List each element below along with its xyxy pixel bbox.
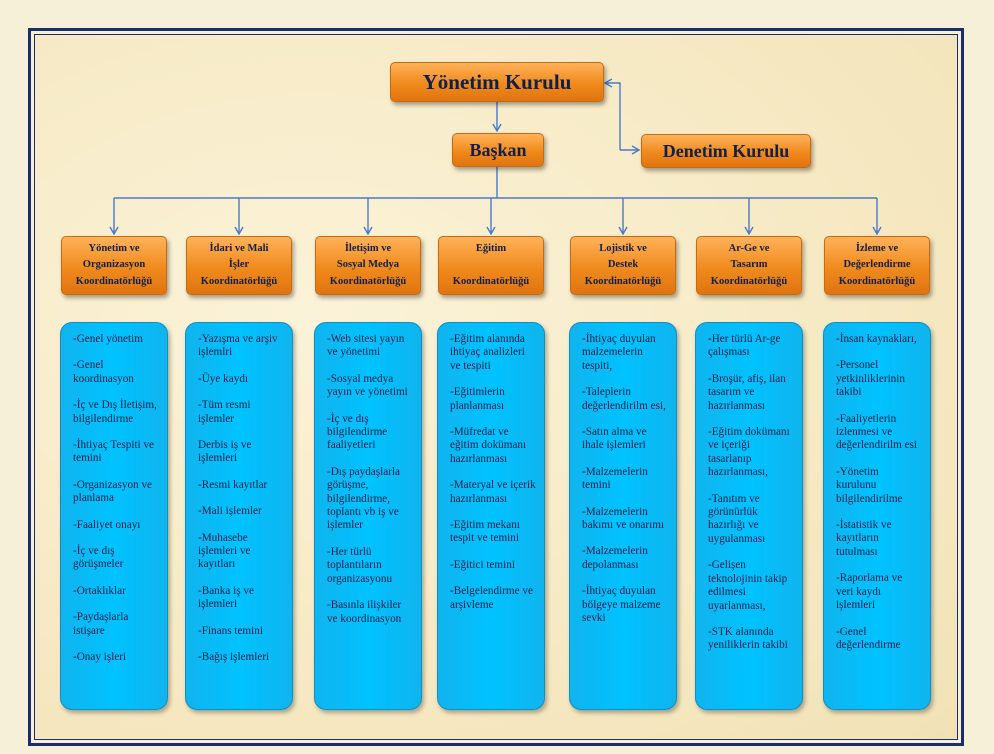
task-item: -Paydaşlarla istişare	[73, 611, 129, 637]
task-item: -Müfredat ve eğitim dokümanı hazırlanmas…	[450, 426, 527, 465]
task-item: -İhtiyaç Tespiti ve temini	[73, 439, 155, 465]
denetim-kurulu-box: Denetim Kurulu	[641, 134, 811, 168]
task-item: -Basınla ilişkiler ve koordinasyon	[327, 599, 402, 625]
task-item: -Banka iş ve işlemleri	[198, 584, 254, 611]
task-item: -Taleplerin değerlendirilm esi,	[582, 386, 666, 412]
yonetim-kurulu-box: Yönetim Kurulu	[390, 62, 604, 102]
task-item: -Malzemelerin depolanması	[582, 545, 648, 571]
coordinator-title: İletişim ve Sosyal Medya Koordinatörlüğü	[329, 243, 407, 287]
task-item: -STK alanında yeniliklerin takibi	[708, 625, 788, 652]
task-item: -Organizasyon ve planlama	[73, 478, 153, 505]
task-list: -İhtiyaç duyulan malzemelerin tespiti, -T…	[582, 333, 668, 626]
task-item: -Genel değerlendirme	[836, 625, 901, 651]
task-list-box: -İhtiyaç duyulan malzemelerin tespiti, -T…	[569, 322, 677, 710]
task-item: -Genel koordinasyon	[73, 359, 134, 385]
task-item: -Onay işleri	[73, 651, 127, 664]
task-item: -Faaliyetlerin izlenmesi ve değerlendiri…	[836, 412, 918, 452]
task-item: -İç ve Dış İletişim, bilgilendirme	[73, 399, 157, 425]
task-item: -Yazışma ve arşiv işlemlri	[198, 333, 278, 359]
outer-frame	[28, 28, 964, 746]
task-item: -Muhasebe işlemleri ve kayıtları	[198, 531, 251, 571]
coordinator-title: Eğitim Koordinatörlüğü	[452, 243, 530, 287]
task-item: -Bağış işlemleri	[198, 651, 270, 664]
task-item: -Personel yetkinliklerinin takibi	[836, 359, 905, 399]
task-item: -Ortaklıklar	[73, 584, 126, 597]
task-item: -İç ve dış görüşmeler	[73, 545, 124, 571]
task-list-box: -Genel yönetim -Genel koordinasyon -İç ve …	[60, 322, 168, 710]
task-item: -İnsan kaynakları,	[836, 333, 917, 345]
task-list: -Web sitesi yayın ve yönetimi -Sosyal med…	[327, 333, 413, 626]
task-item: -Eğitim dokümanı ve içeriği tasarlanıp h…	[708, 426, 790, 479]
coordinator-title: Ar-Ge ve Tasarım Koordinatörlüğü	[710, 243, 788, 287]
task-item: -Her türlü Ar-ge çalışması	[708, 333, 781, 359]
task-item: -Eğitimlerin planlanması	[450, 386, 505, 412]
task-item: -İhtiyaç duyulan malzemelerin tespiti,	[582, 333, 656, 372]
task-item: -Malzemelerin bakımı ve onarımı	[582, 505, 665, 532]
task-list-box: -Eğitim alanında ihtiyaç analizleri ve t…	[437, 322, 545, 710]
task-item: -Broşür, afiş, ilan tasarım ve hazırlanm…	[708, 372, 786, 412]
task-item: -Materyal ve içerik hazırlanması	[450, 479, 536, 505]
task-item: -Tanıtım ve görünürlük hazırlığı ve uygu…	[708, 492, 766, 545]
coordinator-box: Yönetim ve Organizasyon Koordinatörlüğü	[61, 236, 167, 295]
coordinator-box: İdari ve Mali İşler Koordinatörlüğü	[186, 236, 292, 295]
task-item: -İç ve dış bilgilendirme faaliyetleri	[327, 412, 388, 452]
task-item: -Eğitim mekanı tespit ve temini	[450, 519, 520, 545]
task-item: -Gelişen teknolojinin takip edilmesi uya…	[708, 559, 788, 612]
coordinator-title: İzleme ve Değerlendirme Koordinatörlüğü	[838, 243, 916, 287]
task-list: -Genel yönetim -Genel koordinasyon -İç ve …	[73, 333, 159, 665]
task-item: -İstatistik ve kayıtların tutulması	[836, 519, 892, 558]
task-item: -Yönetim kurulunu bilgilendirilme	[836, 465, 903, 505]
task-item: -Dış paydaşlarla görüşme, bilgilendirme,…	[327, 465, 401, 532]
task-item: -Resmi kayıtlar	[198, 478, 268, 491]
coordinator-title: Yönetim ve Organizasyon Koordinatörlüğü	[75, 243, 153, 287]
baskan-box: Başkan	[452, 133, 544, 167]
task-list-box: -Web sitesi yayın ve yönetimi -Sosyal med…	[314, 322, 422, 710]
task-list-box: -Her türlü Ar-ge çalışması -Broşür, afiş,…	[695, 322, 803, 710]
coordinator-box: Eğitim Koordinatörlüğü	[438, 236, 544, 295]
task-item: -Raporlama ve veri kaydı işlemleri	[836, 572, 903, 612]
task-list-box: -Yazışma ve arşiv işlemlri -Üye kaydı -Tüm…	[185, 322, 293, 710]
task-list: -İnsan kaynakları, -Personel yetkinlikler…	[836, 333, 922, 652]
task-list: -Yazışma ve arşiv işlemlri -Üye kaydı -Tüm…	[198, 333, 284, 665]
task-item: -Malzemelerin temini	[582, 465, 648, 492]
task-item: -Eğitici temini	[450, 558, 515, 571]
task-list: -Her türlü Ar-ge çalışması -Broşür, afiş,…	[708, 333, 794, 653]
coordinator-title: İdari ve Mali İşler Koordinatörlüğü	[200, 243, 278, 287]
baskan-label: Başkan	[469, 139, 527, 160]
task-item: -Üye kaydı	[198, 372, 249, 385]
yonetim-kurulu-label: Yönetim Kurulu	[422, 69, 572, 94]
task-list-box: -İnsan kaynakları, -Personel yetkinlikler…	[823, 322, 931, 710]
task-item: -Satın alma ve ihale işlemleri	[582, 426, 647, 452]
task-item: -Finans temini	[198, 624, 263, 637]
coordinator-box: İletişim ve Sosyal Medya Koordinatörlüğü	[315, 236, 421, 295]
task-item: -Belgelendirme ve arşivleme	[450, 585, 533, 611]
coordinator-box: İzleme ve Değerlendirme Koordinatörlüğü	[824, 236, 930, 295]
task-item: -Genel yönetim	[73, 333, 143, 345]
task-item: -İhtiyaç duyulan bölgeye malzeme sevki	[582, 585, 661, 625]
denetim-kurulu-label: Denetim Kurulu	[662, 140, 790, 161]
task-list: -Eğitim alanında ihtiyaç analizleri ve t…	[450, 333, 536, 612]
task-item: -Her türlü toplantıların organizasyonu	[327, 545, 393, 585]
coordinator-box: Lojistik ve Destek Koordinatörlüğü	[570, 236, 676, 295]
task-item: Derbis iş ve işlemleri	[198, 439, 252, 465]
task-item: -Tüm resmi işlemler	[198, 399, 251, 425]
task-item: -Eğitim alanında ihtiyaç analizleri ve t…	[450, 333, 525, 372]
task-item: -Mali işlemler	[198, 505, 262, 518]
task-item: -Sosyal medya yayın ve yönetimi	[327, 372, 408, 399]
coordinator-box: Ar-Ge ve Tasarım Koordinatörlüğü	[696, 236, 802, 295]
task-item: -Web sitesi yayın ve yönetimi	[327, 333, 405, 359]
coordinator-title: Lojistik ve Destek Koordinatörlüğü	[584, 243, 662, 287]
task-item: -Faaliyet onayı	[73, 518, 141, 531]
